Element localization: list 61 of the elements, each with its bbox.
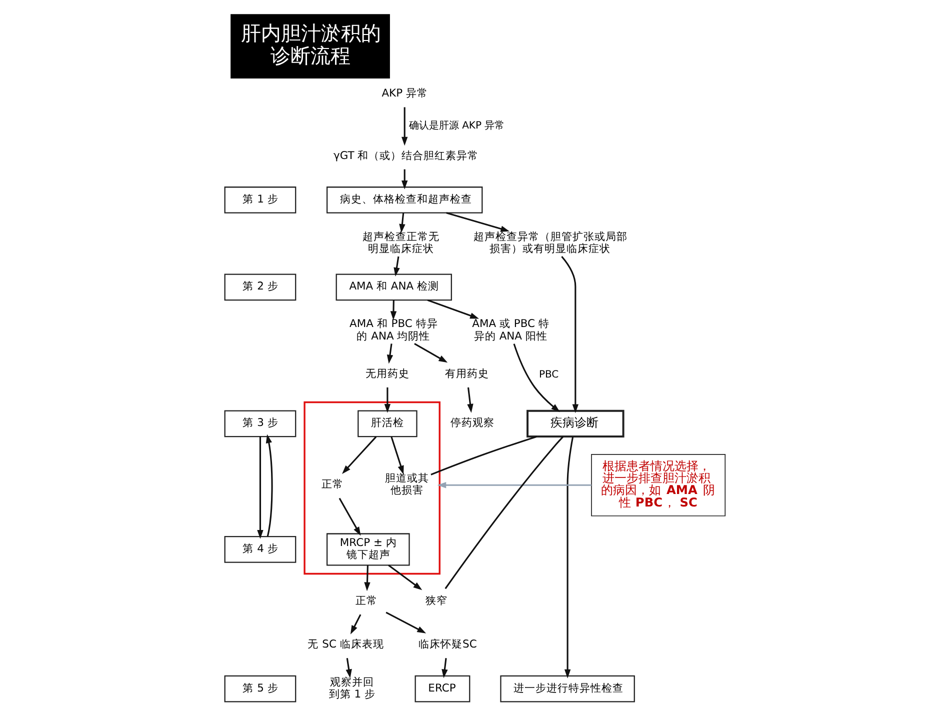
arrow <box>386 612 426 634</box>
arrow <box>338 498 361 536</box>
connector <box>430 436 537 476</box>
node-text: 超声检查正常无明显临床症状 <box>362 230 440 256</box>
node-text: 有用药史 <box>444 366 489 380</box>
node-text: 观察并回到第 1 步 <box>328 675 376 700</box>
arrow <box>388 564 422 590</box>
arrow <box>564 436 574 678</box>
node-text: 狭窄 <box>426 594 448 608</box>
node-box: 肝活检 <box>358 410 418 438</box>
arrow <box>561 256 579 414</box>
node-box: MRCP ± 内镜下超声 <box>326 533 410 566</box>
node-box: 疾病诊断 <box>526 410 624 438</box>
arrow <box>346 658 352 678</box>
node-box: 第 4 步 <box>224 536 296 563</box>
node-text: 临床怀疑SC <box>418 638 477 651</box>
node-box: AMA 和 ANA 检测 <box>336 274 452 301</box>
edge-label: 确认是肝源 AKP 异常 <box>408 120 505 132</box>
arrow <box>364 565 370 592</box>
arrow <box>384 387 391 413</box>
node-text: γGT 和（或）结合胆红素异常 <box>333 148 479 162</box>
arrow <box>386 344 394 364</box>
arrow <box>390 436 404 474</box>
cluster <box>304 401 440 575</box>
node-text: 无 SC 临床表现 <box>308 638 384 651</box>
diagram-title: 肝内胆汁淤积的诊断流程 <box>240 21 381 68</box>
node-text: AMA 和 PBC 特异的 ANA 均阴性 <box>350 317 438 342</box>
edge-label: PBC <box>538 369 559 380</box>
node-text: 超声检查异常（胆管扩张或局部损害）或有明显临床症状 <box>474 230 628 256</box>
node-box: ERCP <box>414 675 470 702</box>
arrow <box>402 169 408 190</box>
node-text: 胆道或其他损害 <box>384 472 429 497</box>
node-text: AMA 或 PBC 特异的 ANA 阳性 <box>472 317 550 342</box>
node-box: 第 1 步 <box>224 186 296 214</box>
node-text: AKP 异常 <box>382 86 428 100</box>
arrow <box>414 343 448 363</box>
arrow <box>390 300 397 320</box>
node-box: 进一步进行特异性检查 <box>500 675 635 702</box>
node-text: 无用药史 <box>366 366 410 380</box>
node-text: 正常 <box>356 594 378 608</box>
node-text: 正常 <box>321 478 344 491</box>
node-text: 停药观察 <box>450 416 495 430</box>
arrow <box>350 614 362 634</box>
arrow <box>427 299 479 319</box>
arrow <box>513 344 560 412</box>
node-box: 病史、体格检查和超声检查 <box>326 186 483 214</box>
connector <box>444 436 564 590</box>
node-box: 根据患者情况选择，进一步排查胆汁淤积的病因，如 AMA 阴性 PBC， SC <box>591 454 726 516</box>
arrow <box>402 107 408 146</box>
node-box: 第 5 步 <box>224 675 296 702</box>
arrow <box>467 387 474 413</box>
node-box: 第 2 步 <box>224 274 296 301</box>
node-box: 第 3 步 <box>224 410 296 438</box>
arrow <box>437 482 592 488</box>
arrow <box>446 212 510 232</box>
arrow <box>399 212 406 233</box>
arrow <box>442 658 448 678</box>
arrow <box>394 256 400 276</box>
arrow <box>257 436 264 539</box>
arrow <box>266 434 273 537</box>
arrow <box>342 436 377 474</box>
